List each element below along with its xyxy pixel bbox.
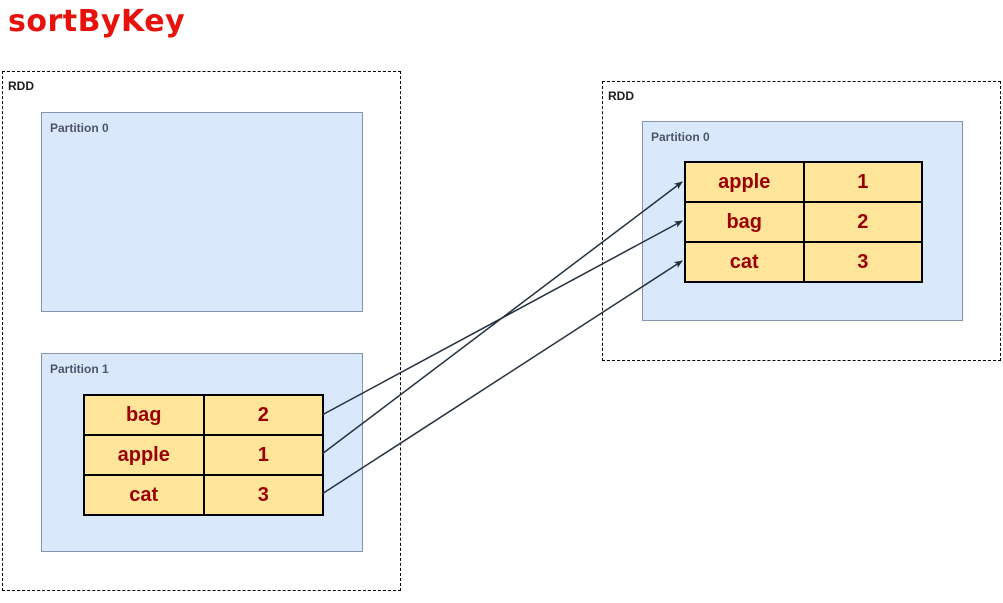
right-partition-0-label: Partition 0 [651, 130, 710, 144]
left-partition-1: Partition 1 bag 2 apple 1 cat 3 [41, 353, 363, 552]
left-partition-0-label: Partition 0 [50, 121, 109, 135]
diagram-title: sortByKey [8, 4, 186, 39]
table-cell: bag [125, 403, 162, 426]
table-cell: 1 [202, 436, 323, 474]
table-row: apple 1 [85, 434, 322, 474]
right-partition-0-table: apple 1 bag 2 cat 3 [684, 161, 923, 283]
right-partition-0: Partition 0 apple 1 bag 2 cat 3 [642, 121, 963, 321]
table-row: cat 3 [686, 241, 921, 281]
table-cell: apple [117, 443, 170, 466]
table-cell: 2 [202, 396, 323, 434]
table-cell: 1 [802, 163, 922, 201]
left-partition-1-label: Partition 1 [50, 362, 109, 376]
left-partition-0: Partition 0 [41, 112, 363, 312]
table-cell: 3 [202, 476, 323, 514]
table-row: cat 3 [85, 474, 322, 514]
table-cell: cat [729, 250, 759, 273]
table-row: bag 2 [85, 396, 322, 434]
table-row: bag 2 [686, 201, 921, 241]
table-row: apple 1 [686, 163, 921, 201]
table-cell: 3 [802, 243, 922, 281]
right-rdd-group: RDD Partition 0 apple 1 bag 2 cat 3 [602, 81, 1001, 361]
right-rdd-label: RDD [608, 89, 634, 103]
table-cell: cat [129, 483, 159, 506]
table-cell: 2 [802, 203, 922, 241]
table-cell: apple [718, 170, 771, 193]
table-cell: bag [726, 210, 763, 233]
left-partition-1-table: bag 2 apple 1 cat 3 [83, 394, 324, 516]
left-rdd-label: RDD [8, 79, 34, 93]
